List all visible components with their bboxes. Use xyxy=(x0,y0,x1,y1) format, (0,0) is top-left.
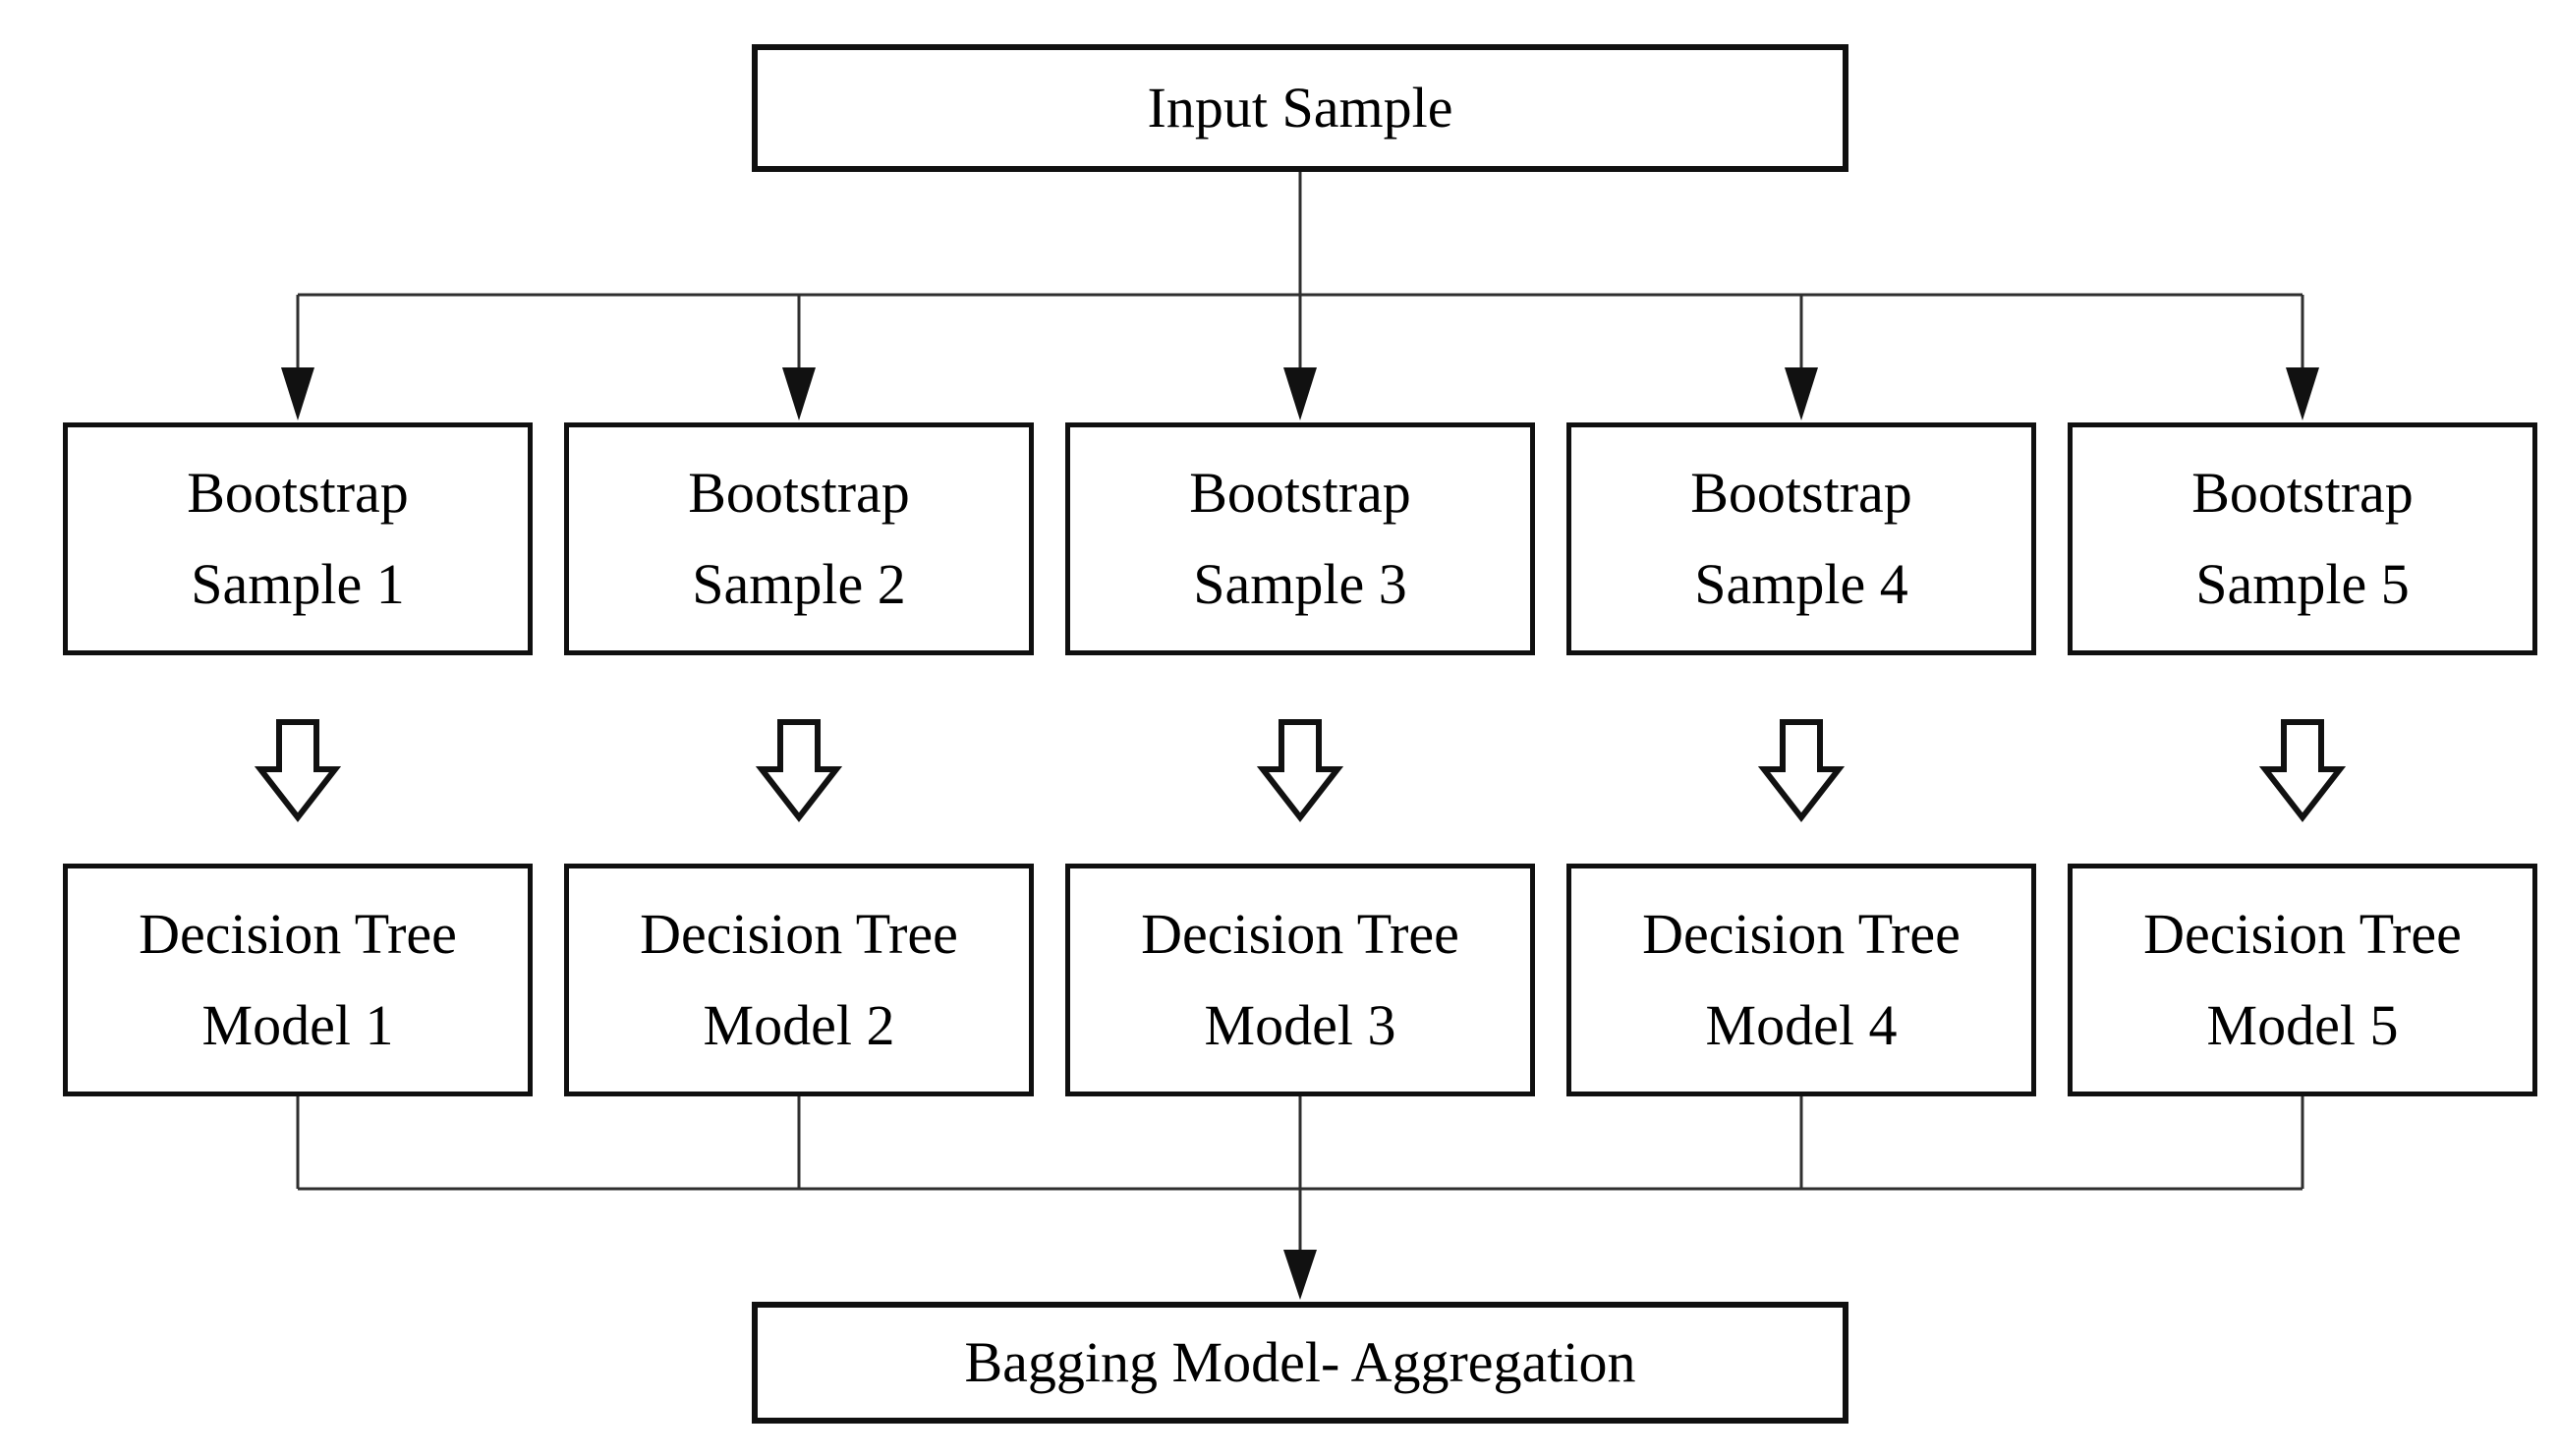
node-label-line: Bootstrap xyxy=(2191,460,2414,525)
bootstrap-sample-3-node: Bootstrap Sample 3 xyxy=(1065,422,1535,655)
bootstrap-sample-2-node: Bootstrap Sample 2 xyxy=(564,422,1034,655)
down-arrowhead-icon-5 xyxy=(2286,367,2319,420)
bootstrap-sample-1-node: Bootstrap Sample 1 xyxy=(63,422,533,655)
down-arrowhead-icon-2 xyxy=(782,367,816,420)
block-down-arrow-icon-3 xyxy=(1256,719,1344,822)
block-down-arrow-icon-2 xyxy=(755,719,843,822)
node-label-line: Sample 2 xyxy=(692,551,906,616)
bootstrap-sample-5-node: Bootstrap Sample 5 xyxy=(2068,422,2537,655)
aggregation-node: Bagging Model- Aggregation xyxy=(752,1302,1848,1424)
node-label-line: Decision Tree xyxy=(139,901,457,966)
node-label-line: Model 2 xyxy=(703,992,895,1057)
block-down-arrow-icon-4 xyxy=(1757,719,1846,822)
node-label-line: Decision Tree xyxy=(1642,901,1961,966)
down-arrowhead-icon-3 xyxy=(1283,367,1317,420)
decision-tree-model-4-node: Decision Tree Model 4 xyxy=(1566,864,2036,1096)
decision-tree-model-5-node: Decision Tree Model 5 xyxy=(2068,864,2537,1096)
down-arrowhead-icon-4 xyxy=(1785,367,1818,420)
node-label-line: Model 1 xyxy=(201,992,394,1057)
node-label-line: Sample 3 xyxy=(1193,551,1407,616)
node-label-line: Decision Tree xyxy=(2143,901,2462,966)
node-label-line: Bootstrap xyxy=(1690,460,1912,525)
node-label-line: Model 3 xyxy=(1204,992,1396,1057)
down-arrowhead-icon-1 xyxy=(281,367,314,420)
block-down-arrow-icon-5 xyxy=(2258,719,2347,822)
input-sample-node: Input Sample xyxy=(752,44,1848,172)
node-label-line: Bootstrap xyxy=(1189,460,1411,525)
node-label-line: Model 4 xyxy=(1705,992,1898,1057)
node-label-line: Decision Tree xyxy=(640,901,958,966)
node-label: Input Sample xyxy=(1147,75,1453,140)
bootstrap-sample-4-node: Bootstrap Sample 4 xyxy=(1566,422,2036,655)
node-label-line: Sample 1 xyxy=(191,551,405,616)
down-arrowhead-icon-aggregation xyxy=(1283,1250,1317,1300)
node-label-line: Bootstrap xyxy=(688,460,910,525)
block-down-arrow-icon-1 xyxy=(254,719,342,822)
node-label-line: Bootstrap xyxy=(187,460,409,525)
decision-tree-model-2-node: Decision Tree Model 2 xyxy=(564,864,1034,1096)
decision-tree-model-1-node: Decision Tree Model 1 xyxy=(63,864,533,1096)
node-label-line: Model 5 xyxy=(2206,992,2399,1057)
node-label-line: Sample 5 xyxy=(2195,551,2410,616)
node-label-line: Decision Tree xyxy=(1141,901,1459,966)
node-label-line: Sample 4 xyxy=(1694,551,1908,616)
decision-tree-model-3-node: Decision Tree Model 3 xyxy=(1065,864,1535,1096)
node-label: Bagging Model- Aggregation xyxy=(964,1329,1636,1394)
